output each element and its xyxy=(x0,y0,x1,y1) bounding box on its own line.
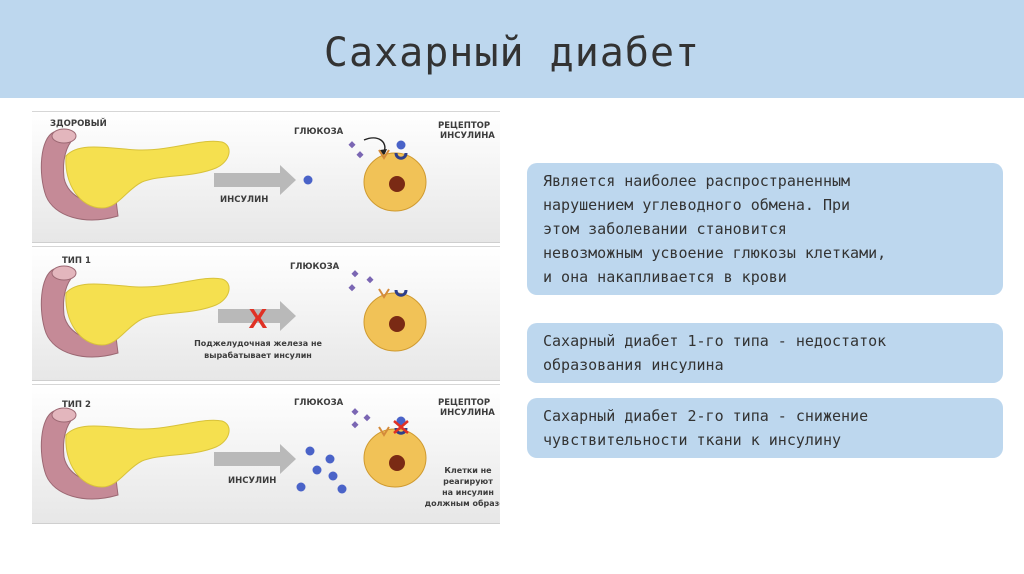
diagram-panel-type1: ТИП 1 X Поджелудочная железа не вырабаты… xyxy=(32,246,500,381)
text-line: невозможным усвоение глюкозы клетками, xyxy=(543,241,995,265)
receptor-label-line2: ИНСУЛИНА xyxy=(440,408,495,418)
text-line: Является наиболее распространенным xyxy=(543,169,995,193)
note-line2: реагируют xyxy=(443,477,493,486)
glucose-molecule xyxy=(348,141,355,148)
cell-nucleus xyxy=(389,455,405,471)
note-line3: на инсулин xyxy=(442,488,494,497)
receptor-label-line2: ИНСУЛИНА xyxy=(440,131,495,141)
pancreas-body xyxy=(66,278,229,345)
text-line: нарушением углеводного обмена. При xyxy=(543,193,995,217)
insulin-arrow xyxy=(214,444,296,474)
text-line: и она накапливается в крови xyxy=(543,265,995,289)
diagram-panel-type2: ТИП 2 ИНСУЛИН ГЛЮКОЗА РЕЦЕПТОР ИНСУЛИНА … xyxy=(32,384,500,524)
type1-box: Сахарный диабет 1-го типа - недостаток о… xyxy=(527,323,1003,383)
glucose-label: ГЛЮКОЗА xyxy=(290,262,340,272)
glucose-molecule xyxy=(351,408,358,415)
pancreas-body xyxy=(66,420,229,487)
panel-label: ТИП 2 xyxy=(62,400,91,410)
insulin-molecules xyxy=(297,447,347,494)
panel-label: ТИП 1 xyxy=(62,256,91,266)
receptor-label-line1: РЕЦЕПТОР xyxy=(438,398,490,408)
text-line: этом заболевании становится xyxy=(543,217,995,241)
insulin-arrow xyxy=(214,165,296,195)
insulin-label: ИНСУЛИН xyxy=(220,195,268,205)
slide-title: Сахарный диабет xyxy=(0,30,1024,76)
receptor-label-line1: РЕЦЕПТОР xyxy=(438,121,490,131)
caption-line2: вырабатывает инсулин xyxy=(204,350,312,360)
glucose-molecule xyxy=(351,270,358,277)
definition-box: Является наиболее распространенным наруш… xyxy=(527,163,1003,295)
cross-mark: X xyxy=(249,303,268,334)
glucose-label: ГЛЮКОЗА xyxy=(294,398,344,408)
cell-nucleus xyxy=(389,316,405,332)
text-line: образования инсулина xyxy=(543,353,995,377)
caption-line1: Поджелудочная железа не xyxy=(194,339,322,348)
insulin-label: ИНСУЛИН xyxy=(228,476,276,486)
text-line: Сахарный диабет 1-го типа - недостаток xyxy=(543,329,995,353)
pancreas-illustration xyxy=(41,408,229,499)
diagram-panel-healthy: ЗДОРОВЫЙ ИНСУЛИН ГЛЮКОЗА РЕЦЕПТОР ИНСУЛИ… xyxy=(32,111,500,243)
cell-nucleus xyxy=(389,176,405,192)
glucose-label: ГЛЮКОЗА xyxy=(294,127,344,137)
pancreas-illustration xyxy=(41,129,229,220)
type2-box: Сахарный диабет 2-го типа - снижение чув… xyxy=(527,398,1003,458)
pancreas-body xyxy=(66,141,229,208)
note-line4: должным образом xyxy=(425,498,500,508)
panel-label: ЗДОРОВЫЙ xyxy=(50,117,107,129)
note-line1: Клетки не xyxy=(444,466,492,475)
insulin-molecule xyxy=(304,176,313,185)
text-line: Сахарный диабет 2-го типа - снижение xyxy=(543,404,995,428)
text-line: чувствительности ткани к инсулину xyxy=(543,428,995,452)
insulin-receptor xyxy=(396,290,406,295)
